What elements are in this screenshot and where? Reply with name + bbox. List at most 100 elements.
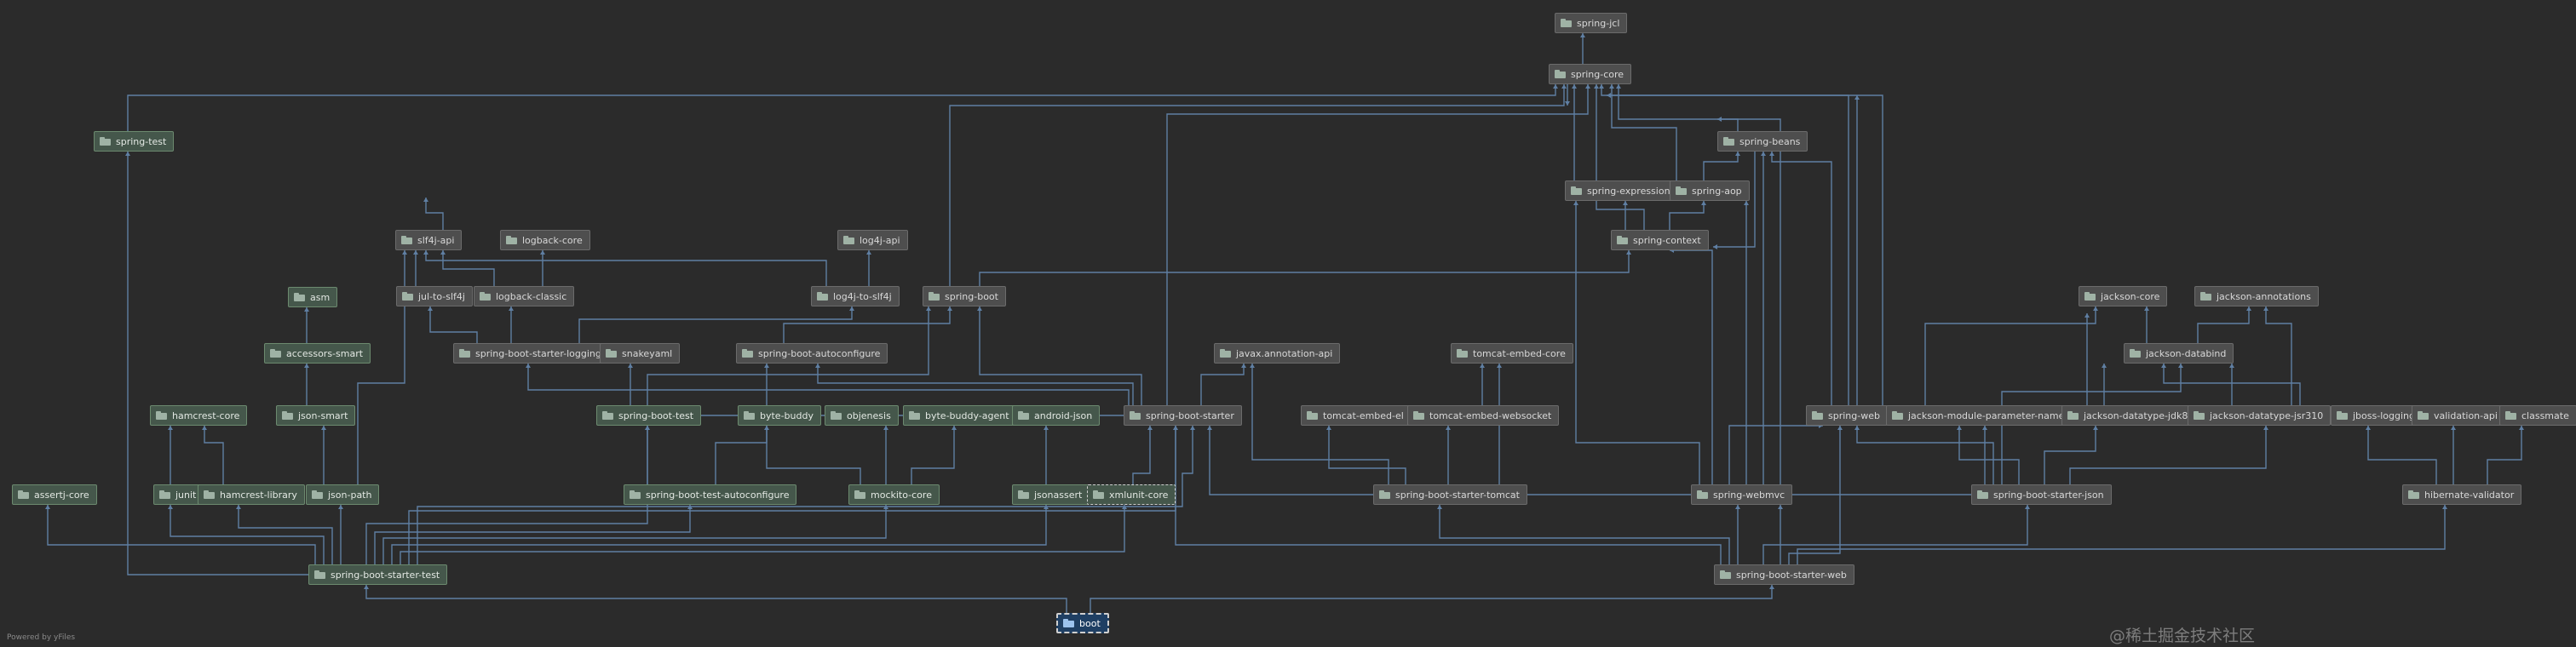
dependency-edge [1669,201,1705,230]
node-junit[interactable]: junit [153,484,204,505]
node-asm[interactable]: asm [288,287,338,307]
edge-arrowhead [947,306,952,311]
node-byte-buddy-agent[interactable]: byte-buddy-agent [903,405,1017,426]
node-classmate[interactable]: classmate [2499,405,2576,426]
node-json-smart[interactable]: json-smart [276,405,356,426]
dependency-edge [391,505,1047,564]
node-spring-web[interactable]: spring-web [1806,405,1888,426]
node-snakeyaml[interactable]: snakeyaml [600,343,681,364]
node-jackson-module-parameter-names[interactable]: jackson-module-parameter-names [1886,405,2078,426]
folder-icon [401,236,412,244]
node-jackson-databind[interactable]: jackson-databind [2124,343,2234,364]
node-slf4j-api[interactable]: slf4j-api [395,230,463,250]
node-jackson-datatype-jsr310[interactable]: jackson-datatype-jsr310 [2188,405,2332,426]
dependency-edge [1090,585,1773,613]
folder-icon [744,411,755,420]
folder-icon [506,236,517,244]
node-spring-boot[interactable]: spring-boot [923,286,1006,306]
edge-arrowhead [304,364,309,368]
node-logback-classic[interactable]: logback-classic [474,286,575,306]
edge-arrowhead [1769,585,1774,589]
edge-arrowhead [1173,426,1178,430]
node-spring-beans[interactable]: spring-beans [1717,131,1808,152]
node-assertj-core[interactable]: assertj-core [12,484,97,505]
node-jboss-logging[interactable]: jboss-logging [2331,405,2423,426]
node-jul-to-slf4j[interactable]: jul-to-slf4j [396,286,473,306]
node-objenesis[interactable]: objenesis [825,405,899,426]
node-log4j-to-slf4j[interactable]: log4j-to-slf4j [811,286,900,306]
dependency-edge [1611,84,1677,180]
node-spring-boot-test-autoconfigure[interactable]: spring-boot-test-autoconfigure [624,484,797,505]
edge-arrowhead [1607,93,1611,98]
node-spring-boot-test[interactable]: spring-boot-test [596,405,702,426]
folder-icon [1977,490,1988,499]
dependency-edge [1670,249,1713,484]
node-tomcat-embed-websocket[interactable]: tomcat-embed-websocket [1407,405,1560,426]
node-spring-boot-autoconfigure[interactable]: spring-boot-autoconfigure [736,343,888,364]
node-json-path[interactable]: json-path [306,484,380,505]
node-validation-api[interactable]: validation-api [2412,405,2505,426]
edge-arrowhead [202,426,207,430]
node-logback-core[interactable]: logback-core [500,230,590,250]
node-jsonassert[interactable]: jsonassert [1012,484,1090,505]
folder-icon [843,236,854,244]
node-spring-boot-starter[interactable]: spring-boot-starter [1124,405,1242,426]
dependency-edge [2069,426,2267,484]
edge-arrowhead [2144,306,2149,311]
edge-arrowhead [1190,426,1195,430]
edge-arrowhead [977,306,982,311]
dependency-edge [1200,364,1245,405]
dependency-edge [1788,426,1841,564]
node-xmlunit-core[interactable]: xmlunit-core [1087,484,1176,505]
node-mockito-core[interactable]: mockito-core [848,484,940,505]
dependency-edge [2044,426,2096,484]
node-tomcat-embed-el[interactable]: tomcat-embed-el [1301,405,1412,426]
node-spring-boot-starter-tomcat[interactable]: spring-boot-starter-tomcat [1373,484,1527,505]
node-jackson-core[interactable]: jackson-core [2079,286,2168,306]
node-spring-test[interactable]: spring-test [94,131,175,152]
dependency-edge [1251,364,1389,484]
node-jackson-annotations[interactable]: jackson-annotations [2194,286,2319,306]
folder-icon [742,349,753,358]
dependency-edge [1958,426,2020,484]
node-jackson-datatype-jdk8[interactable]: jackson-datatype-jdk8 [2061,405,2196,426]
node-hamcrest-library[interactable]: hamcrest-library [198,484,305,505]
node-spring-boot-starter-test[interactable]: spring-boot-starter-test [308,564,448,585]
node-spring-webmvc[interactable]: spring-webmvc [1691,484,1793,505]
edge-arrowhead [1553,84,1558,89]
watermark: @稀土掘金技术社区 [2109,627,2256,645]
dependency-edge [442,250,495,286]
node-hamcrest-core[interactable]: hamcrest-core [150,405,248,426]
edge-arrowhead [2442,505,2447,509]
dependency-edge [374,505,691,564]
node-tomcat-embed-core[interactable]: tomcat-embed-core [1451,343,1573,364]
edge-arrowhead [236,505,241,509]
node-spring-context[interactable]: spring-context [1611,230,1709,250]
node-spring-boot-starter-json[interactable]: spring-boot-starter-json [1971,484,2112,505]
folder-icon [294,293,305,301]
edge-arrowhead [628,364,633,368]
node-spring-boot-starter-web[interactable]: spring-boot-starter-web [1714,564,1854,585]
edge-arrowhead [2229,364,2234,368]
dependency-edge [425,198,444,230]
node-spring-core[interactable]: spring-core [1549,64,1632,84]
node-accessors-smart[interactable]: accessors-smart [264,343,371,364]
node-android-json[interactable]: android-json [1012,405,1101,426]
node-javax-annotation-api[interactable]: javax.annotation-api [1214,343,1341,364]
folder-icon [282,411,293,420]
node-spring-aop[interactable]: spring-aop [1670,180,1750,201]
folder-icon [1093,490,1104,499]
node-hibernate-validator[interactable]: hibernate-validator [2402,484,2522,505]
node-spring-jcl[interactable]: spring-jcl [1555,13,1628,33]
node-spring-expression[interactable]: spring-expression [1565,180,1678,201]
edge-arrowhead [1572,84,1577,89]
dependency-edge [817,364,1134,405]
folder-icon [1561,19,1572,27]
node-boot[interactable]: boot [1056,613,1109,633]
folder-icon [1720,570,1731,579]
node-byte-buddy[interactable]: byte-buddy [738,405,821,426]
edge-arrowhead [1594,84,1599,89]
dependency-edge [911,426,955,484]
node-log4j-api[interactable]: log4j-api [837,230,908,250]
node-spring-boot-starter-logging[interactable]: spring-boot-starter-logging [453,343,609,364]
